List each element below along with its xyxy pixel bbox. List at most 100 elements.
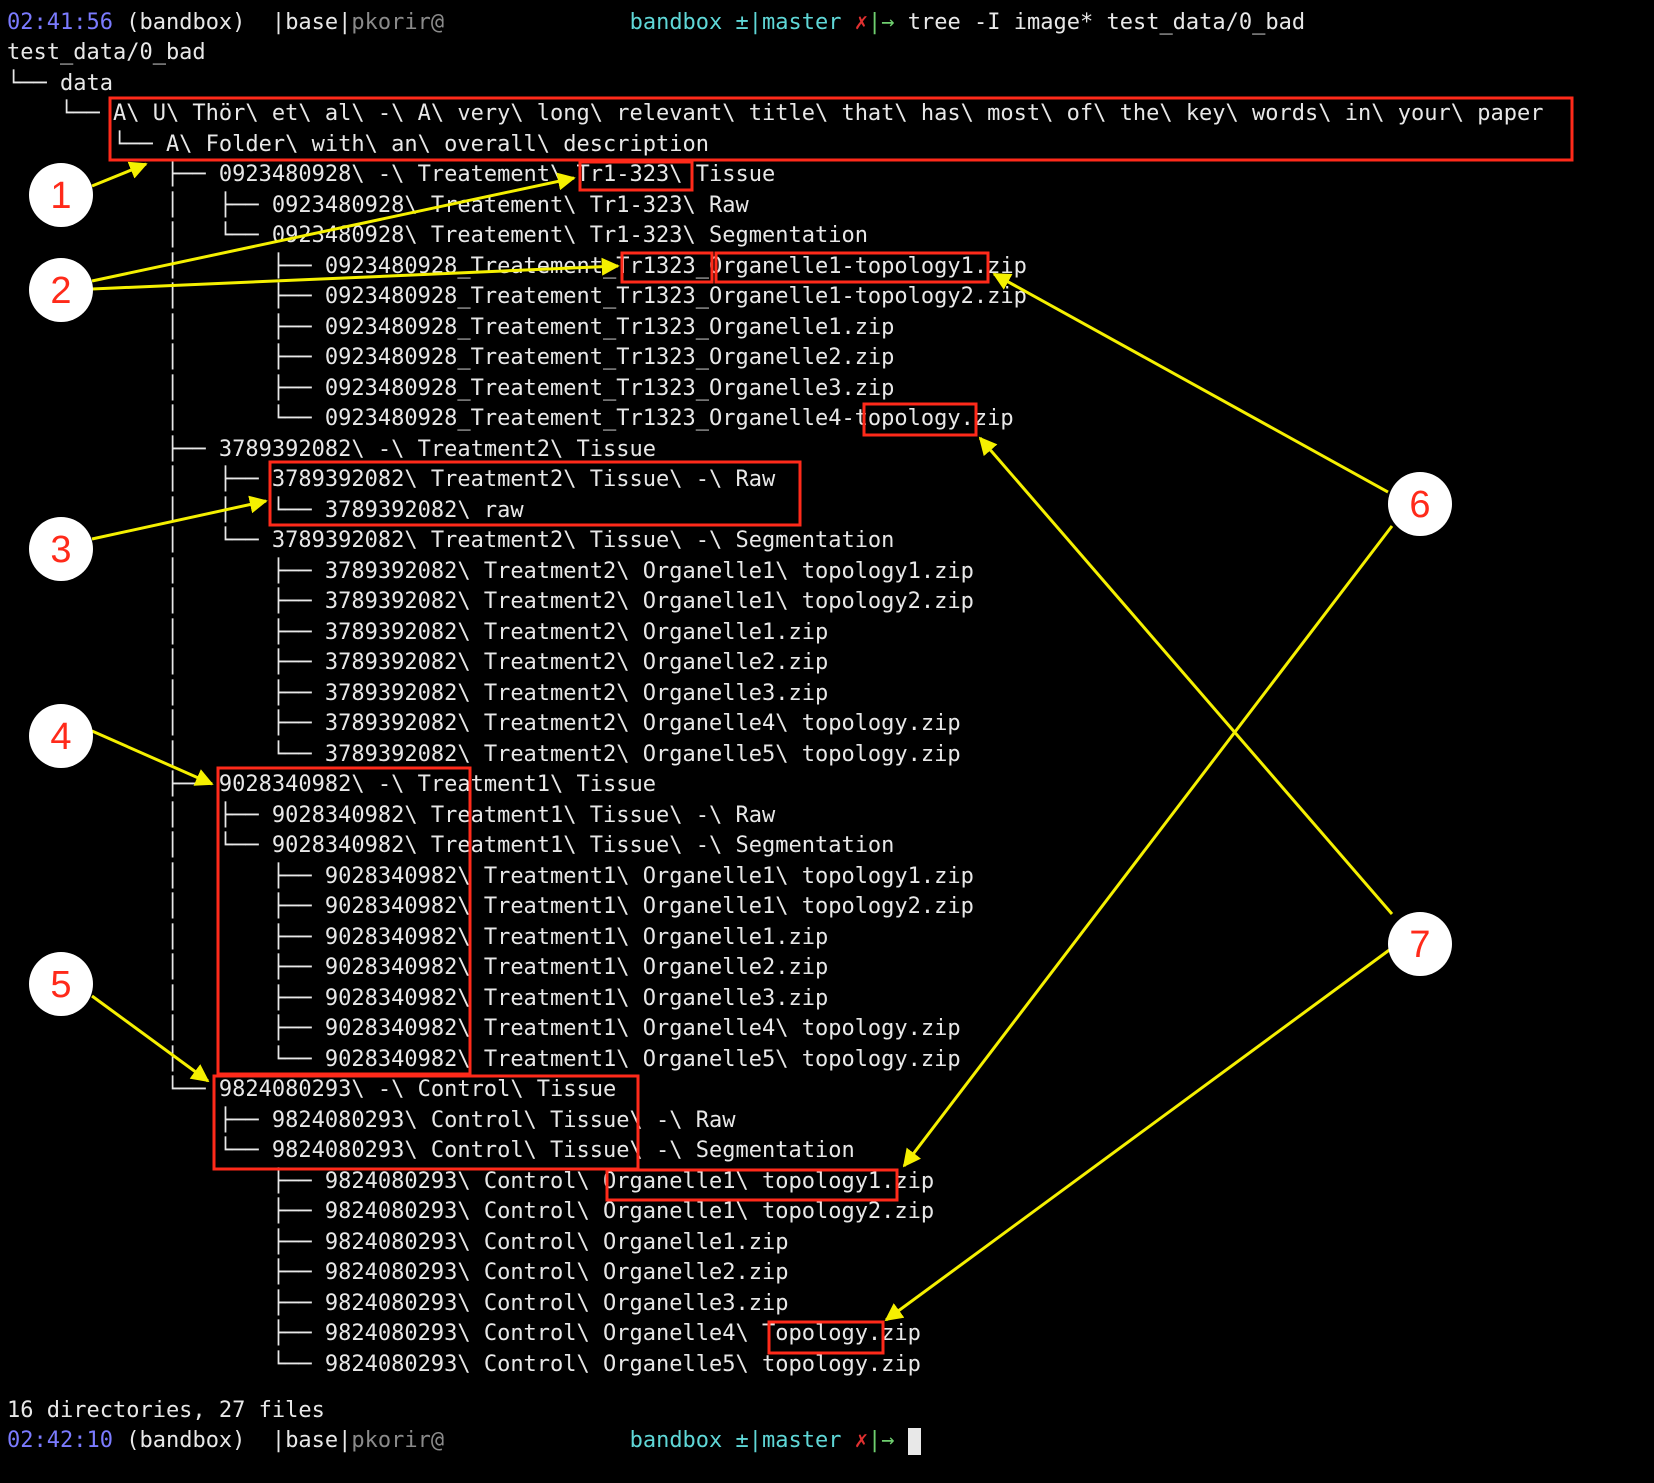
tree-line: │ ├── 0923480928_Treatement_Tr1323_Organ… <box>7 314 895 340</box>
tree-line: └── A\ Folder\ with\ an\ overall\ descri… <box>7 131 709 157</box>
highlight-box-title-folder <box>108 96 1574 162</box>
prompt-time: 02:41:56 <box>7 10 113 35</box>
highlight-box-tr1-323 <box>578 160 694 192</box>
tree-line: │ ├── 0923480928\ Treatement\ Tr1-323\ R… <box>7 192 749 218</box>
tree-line: ├── 9824080293\ Control\ Organelle1\ top… <box>7 1168 935 1194</box>
prompt-separator: | <box>338 10 352 35</box>
prompt-separator: | <box>245 10 286 35</box>
callout-number: 7 <box>1409 924 1430 966</box>
tree-line: │ ├── 0923480928_Treatement_Tr1323_Organ… <box>7 345 895 370</box>
callout-5: 5 <box>29 952 93 1016</box>
callout-number: 6 <box>1409 484 1430 526</box>
tree-line: │ │ └── 3789392082\ raw <box>7 497 524 523</box>
tree-line: │ ├── 9028340982\ Treatment1\ Tissue\ -\… <box>7 802 776 828</box>
command-text: tree -I image* test_data/0_bad <box>907 10 1306 35</box>
callout-7: 7 <box>1388 912 1452 976</box>
callout-number: 2 <box>50 270 71 312</box>
highlight-box-raw-folder <box>268 460 802 527</box>
tree-summary: 16 directories, 27 files <box>7 1398 325 1423</box>
prompt-base: base <box>285 1428 339 1453</box>
tree-line: │ ├── 9028340982\ Treatment1\ Organelle2… <box>7 955 829 980</box>
tree-line: │ ├── 0923480928_Treatement_Tr1323_Organ… <box>7 284 1027 309</box>
tree-line: │ └── 3789392082\ Treatment2\ Tissue\ -\… <box>7 528 895 553</box>
callout-circle <box>29 163 93 227</box>
highlight-boxes <box>108 96 1574 1355</box>
callout-6: 6 <box>1388 472 1452 536</box>
prompt-separator: | <box>338 1428 352 1453</box>
tree-line: ├── 0923480928\ -\ Treatement\ Tr1-323\ … <box>7 162 776 187</box>
tree-line: ├── 9824080293\ Control\ Organelle4\ Top… <box>7 1321 921 1346</box>
tree-line: └── 9824080293\ Control\ Tissue\ -\ Segm… <box>7 1138 855 1163</box>
prompt-branch: master <box>762 10 842 35</box>
tree-line: │ ├── 9028340982\ Treatment1\ Organelle3… <box>7 985 829 1011</box>
prompt-time: 02:42:10 <box>7 1428 113 1453</box>
tree-line: ├── 9824080293\ Control\ Organelle2.zip <box>7 1260 789 1285</box>
tree-line: │ └── 9028340982\ Treatment1\ Tissue\ -\… <box>7 833 895 858</box>
prompt-host: bandbox <box>629 1428 723 1453</box>
arrow-callout-4 <box>91 729 214 786</box>
callout-1: 1 <box>29 163 93 227</box>
callout-markers: 1 2 3 4 5 6 7 <box>29 163 1452 1016</box>
tree-line: └── 9824080293\ -\ Control\ Tissue <box>7 1077 617 1102</box>
prompt-user: pkorir@ <box>351 10 445 35</box>
tree-line: ├── 9824080293\ Control\ Organelle1.zip <box>7 1229 789 1255</box>
prompt-env: (bandbox) <box>126 1428 246 1453</box>
prompt-dirty-icon: ✗ <box>854 10 869 35</box>
prompt-env: (bandbox) <box>126 10 246 35</box>
tree-line: │ ├── 9028340982\ Treatment1\ Organelle1… <box>7 894 974 919</box>
prompt-line-top: 02:41:56 (bandbox) |base|pkorir@ bandbox… <box>7 8 1305 38</box>
arrow-callout-7b <box>884 946 1393 1322</box>
arrow-callout-5 <box>91 994 210 1083</box>
prompt-branch: master <box>762 1428 842 1453</box>
tree-line: └── A\ U\ Thör\ et\ al\ -\ A\ very\ long… <box>7 101 1544 126</box>
highlight-box-topology <box>862 402 978 437</box>
tree-line: └── 9824080293\ Control\ Organelle5\ top… <box>7 1351 921 1377</box>
callout-circle <box>29 704 93 768</box>
tree-line: │ ├── 3789392082\ Treatment2\ Organelle2… <box>7 650 829 675</box>
arrow-callout-2b <box>91 257 620 291</box>
tree-line: │ ├── 3789392082\ Treatment2\ Organelle1… <box>7 558 974 584</box>
callout-circle <box>1388 912 1452 976</box>
arrow-callout-2a <box>91 172 576 283</box>
callout-circle <box>29 517 93 581</box>
callout-circle <box>29 952 93 1016</box>
tree-line: │ ├── 9028340982\ Treatment1\ Organelle1… <box>7 863 974 889</box>
tree-line: ├── 3789392082\ -\ Treatment2\ Tissue <box>7 436 657 462</box>
arrow-callout-7a <box>978 436 1394 915</box>
tree-line: │ ├── 9028340982\ Treatment1\ Organelle1… <box>7 924 829 950</box>
callout-2: 2 <box>29 258 93 322</box>
tree-line: ├── 9824080293\ Control\ Organelle1\ top… <box>7 1199 935 1224</box>
callout-circle <box>29 258 93 322</box>
arrow-callout-3 <box>91 495 268 541</box>
arrow-callout-6a <box>992 272 1389 494</box>
tree-line: ├── 9028340982\ -\ Treatment1\ Tissue <box>7 772 657 797</box>
prompt-user: pkorir@ <box>351 1428 445 1453</box>
prompt-host: bandbox <box>629 10 723 35</box>
terminal-cursor[interactable] <box>907 1427 921 1455</box>
callout-number: 1 <box>50 175 71 217</box>
tree-line: │ ├── 3789392082\ Treatment2\ Tissue\ -\… <box>7 467 776 492</box>
tree-line: └── data <box>7 70 113 96</box>
tree-line: │ ├── 3789392082\ Treatment2\ Organelle1… <box>7 589 974 614</box>
highlight-box-organelle1-topology1 <box>714 251 990 284</box>
callout-3: 3 <box>29 517 93 581</box>
arrow-callout-1 <box>91 161 148 188</box>
callout-4: 4 <box>29 704 93 768</box>
prompt-base: base <box>285 10 339 35</box>
callout-number: 5 <box>50 964 71 1006</box>
prompt-arrow-icon: |→ <box>868 10 895 35</box>
tree-line: │ ├── 0923480928_Treatement_Tr1323_Organ… <box>7 253 1027 279</box>
highlight-box-tr1323 <box>620 251 714 284</box>
highlight-box-organelle1-topology1-control <box>605 1168 899 1202</box>
tree-line: │ ├── 0923480928_Treatement_Tr1323_Organ… <box>7 375 895 401</box>
highlight-box-capital-topology <box>767 1320 885 1355</box>
prompt-arrow-icon: |→ <box>868 1428 895 1453</box>
tree-line: test_data/0_bad <box>7 40 206 65</box>
annotation-arrows <box>91 161 1394 1322</box>
callout-number: 4 <box>50 716 71 758</box>
callout-circle <box>1388 472 1452 536</box>
tree-line: │ └── 0923480928_Treatement_Tr1323_Organ… <box>7 406 1014 431</box>
prompt-branch-symbol: ±| <box>735 10 763 35</box>
